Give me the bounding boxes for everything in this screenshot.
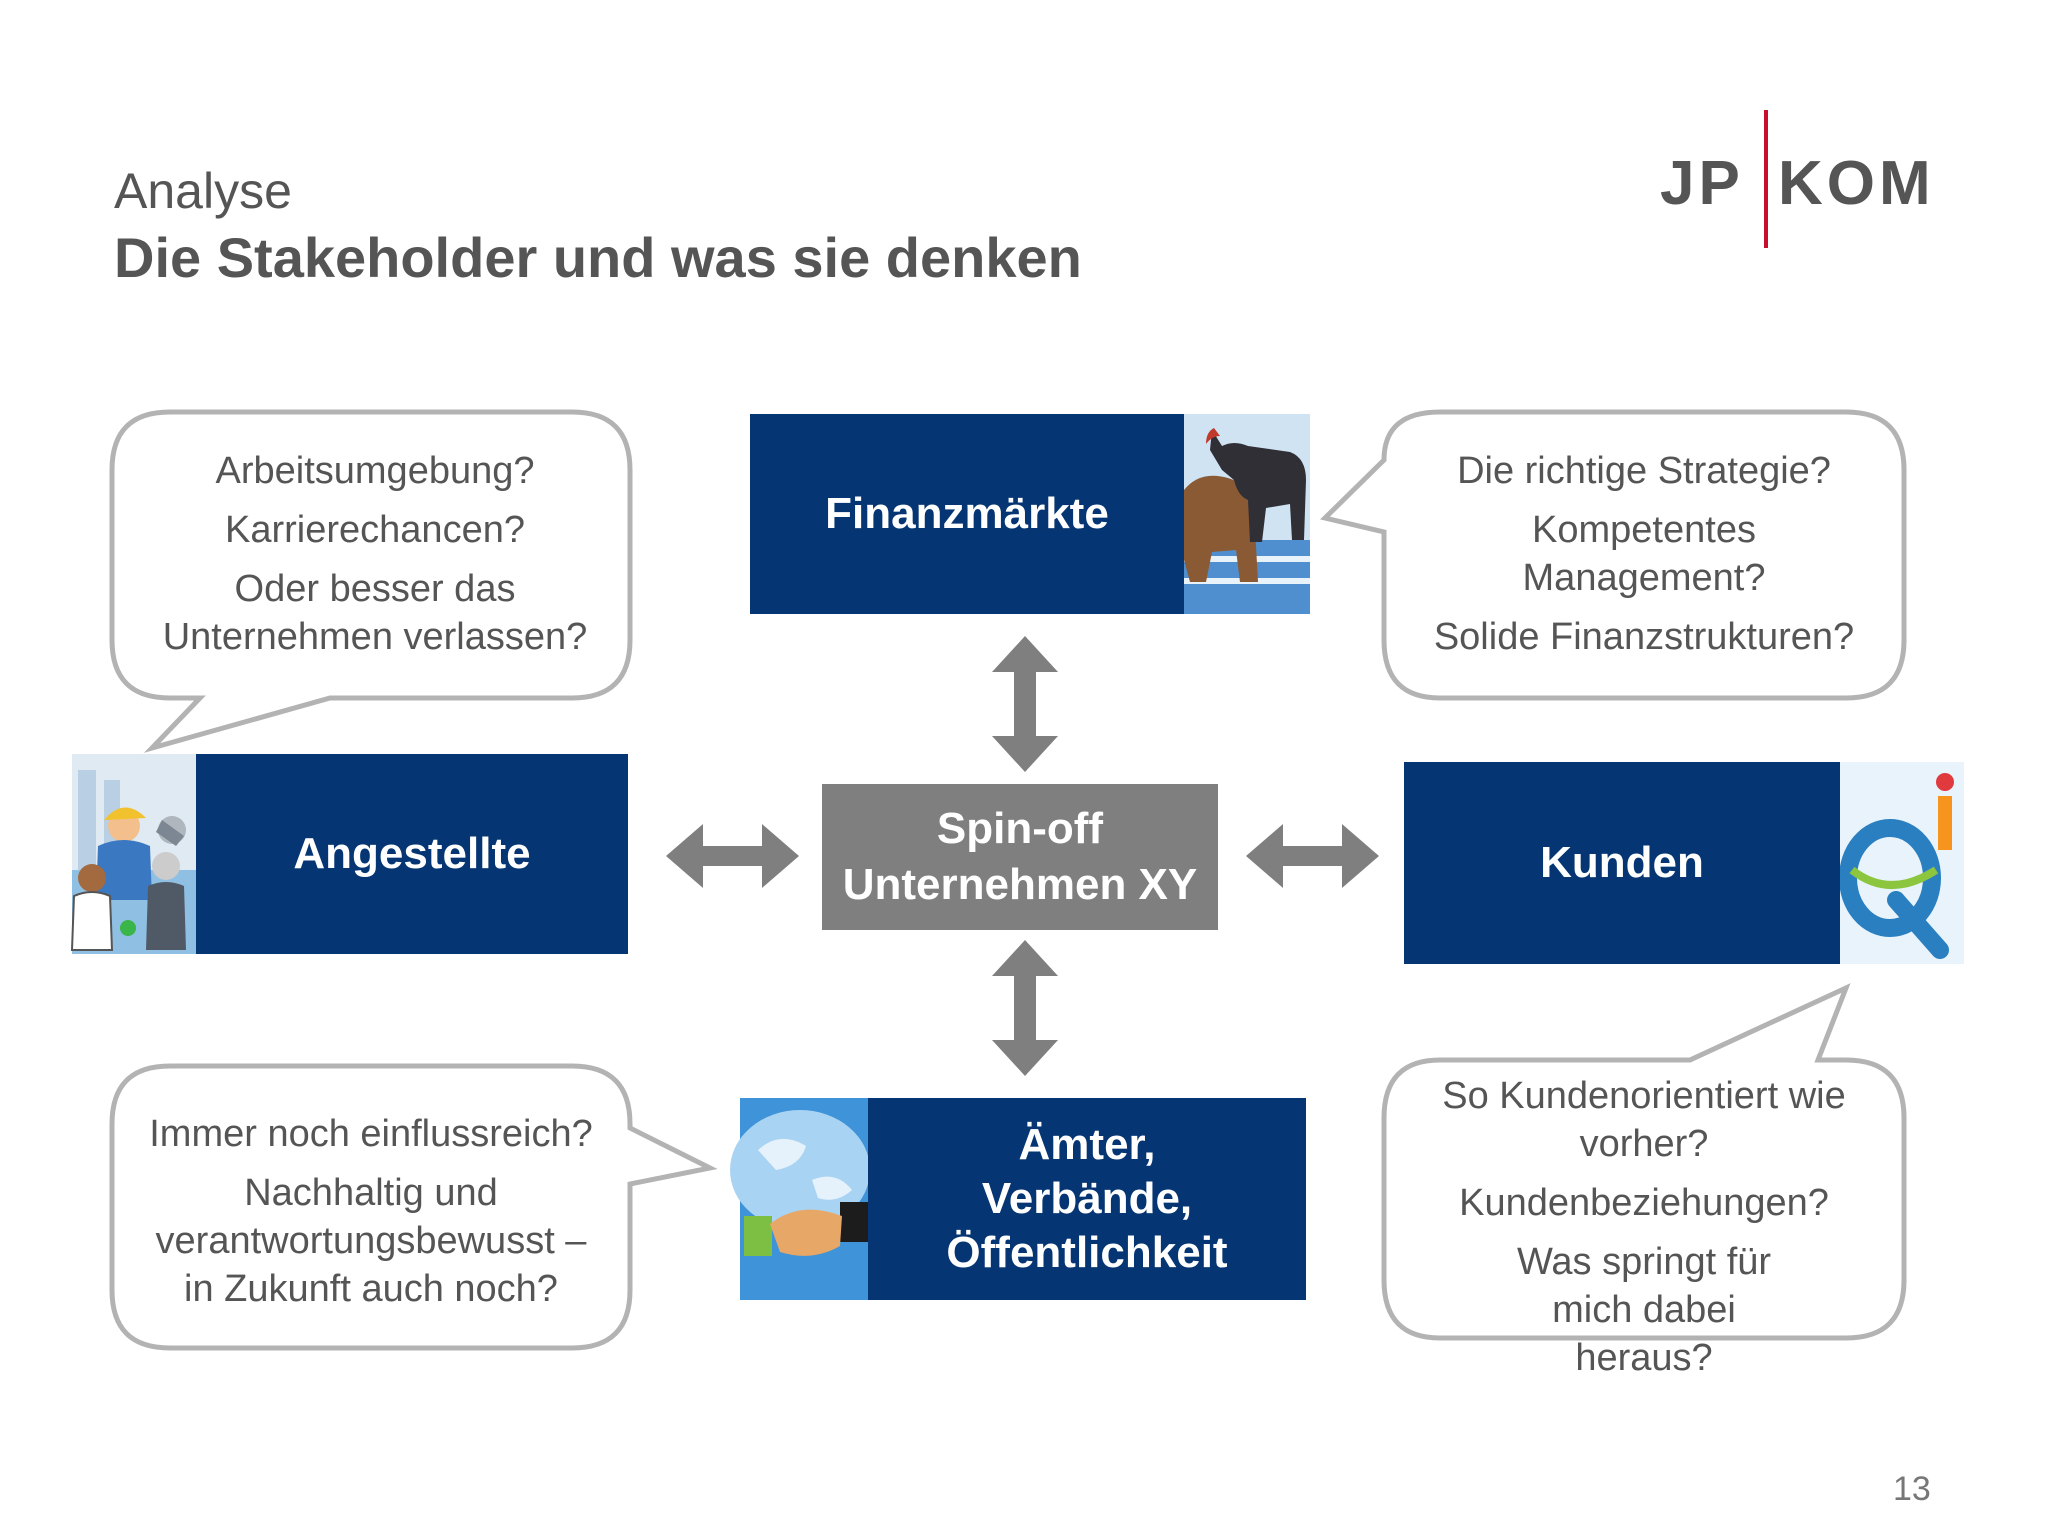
public-label-line1: Ämter, (1018, 1120, 1156, 1169)
center-label-line2: Unternehmen XY (842, 860, 1198, 909)
logo-text-right: KOM (1778, 149, 1935, 218)
bubble-employees-q1: Arbeitsumgebung? (215, 450, 535, 492)
bubble-employees-q2: Karrierechancen? (225, 509, 525, 551)
employees-label: Angestellte (293, 829, 531, 878)
speech-bubble-public (109, 1063, 718, 1351)
speech-bubble-finance (1320, 409, 1907, 701)
bubble-public-q2: Nachhaltig und verantwortungsbewusst – i… (155, 1172, 587, 1310)
bubble-finance-q1: Die richtige Strategie? (1457, 450, 1831, 492)
logo-text-left: JP (1660, 149, 1744, 218)
bull-bear-icon (1184, 414, 1310, 614)
bubble-customers-q3: Was springt für mich dabei heraus? (1516, 1241, 1772, 1379)
page-number: 13 (1893, 1470, 1931, 1508)
arrow-up-down-top (992, 636, 1058, 772)
arrow-left-right-left (666, 824, 799, 888)
public-box: Ämter, Verbände, Öffentlichkeit (868, 1098, 1306, 1300)
speech-bubble-employees (109, 409, 633, 753)
qi-logo-icon (1839, 762, 1964, 964)
bubble-customers-q2: Kundenbeziehungen? (1459, 1182, 1829, 1224)
bubble-finance-q2: Kompetentes Management? (1522, 509, 1766, 599)
bubble-employees-q3: Oder besser das Unternehmen verlassen? (162, 568, 588, 658)
customers-label: Kunden (1540, 838, 1704, 887)
section-title: Analyse (114, 163, 292, 219)
employees-box: Angestellte (196, 754, 628, 954)
customers-box: Kunden (1404, 762, 1840, 964)
bubble-finance-q3: Solide Finanzstrukturen? (1433, 616, 1855, 658)
workers-icon (70, 754, 196, 954)
bubble-text-employees: Arbeitsumgebung? Karrierechancen? Oder b… (140, 447, 610, 672)
center-box: Spin-off Unternehmen XY (822, 784, 1218, 930)
bubble-text-customers: So Kundenorientiert wie vorher? Kundenbe… (1404, 1072, 1884, 1393)
finance-box: Finanzmärkte (750, 414, 1184, 614)
arrow-left-right-right (1246, 824, 1379, 888)
public-label-line3: Öffentlichkeit (946, 1228, 1228, 1277)
public-label-line2: Verbände, (981, 1174, 1193, 1223)
speech-bubble-customers (1381, 983, 1907, 1341)
arrow-up-down-bottom (992, 940, 1058, 1076)
logo-divider (1764, 110, 1768, 248)
jpkom-logo: JP KOM (1660, 110, 1940, 250)
finance-label: Finanzmärkte (825, 489, 1109, 538)
bubble-text-public: Immer noch einflussreich? Nachhaltig und… (126, 1110, 616, 1324)
bubble-text-finance: Die richtige Strategie? Kompetentes Mana… (1404, 447, 1884, 672)
bubble-public-q1: Immer noch einflussreich? (149, 1113, 593, 1155)
page-title: Die Stakeholder und was sie denken (114, 226, 1082, 289)
bubble-customers-q1: So Kundenorientiert wie vorher? (1442, 1075, 1846, 1165)
handshake-globe-icon (730, 1098, 870, 1300)
center-label-line1: Spin-off (936, 804, 1104, 853)
